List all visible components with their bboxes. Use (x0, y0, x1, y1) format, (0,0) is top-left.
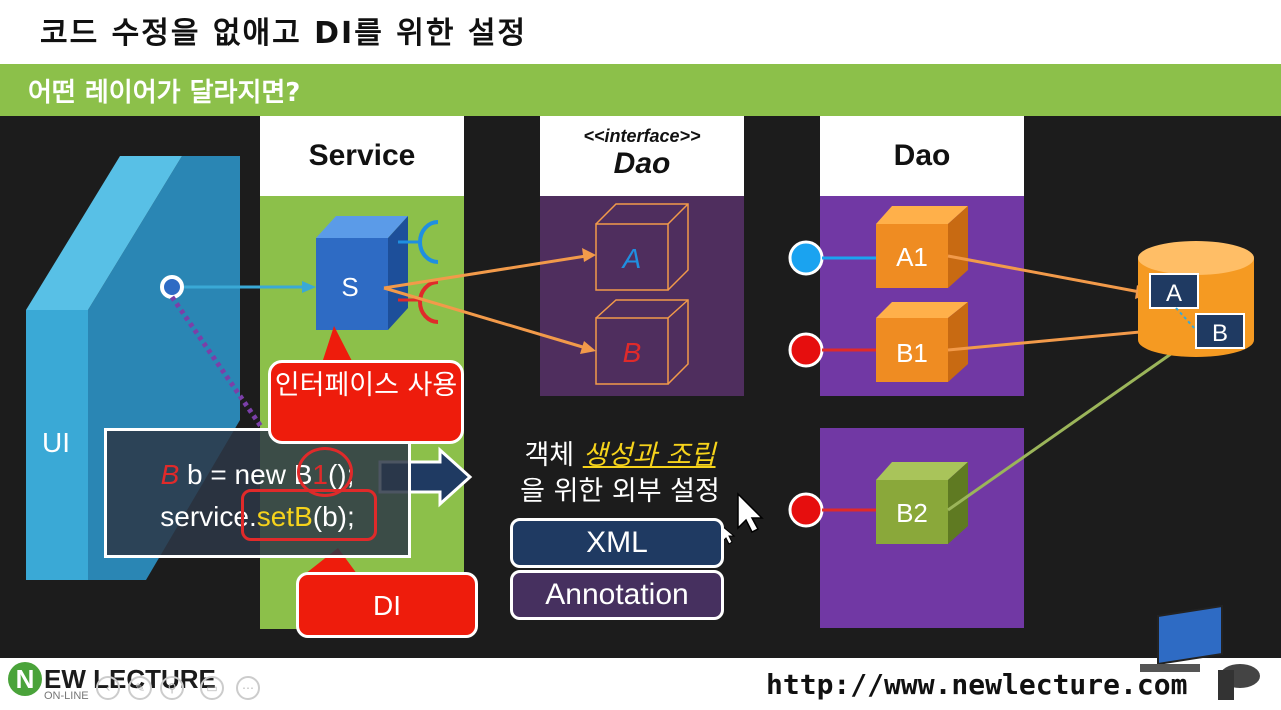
b2-to-db-arrow (947, 340, 1189, 512)
assembly-line-1: 객체 생성과 조립 (524, 440, 716, 471)
di-callout: DI (296, 572, 478, 638)
code-args: (b); (312, 501, 355, 532)
dao-b1-label: B1 (896, 338, 928, 368)
slide-title: 코드 수정을 없애고 DI를 위한 설정 (40, 16, 528, 51)
socket-a-icon (418, 220, 439, 264)
code-line1-mid: b = new (179, 459, 294, 490)
xml-option[interactable]: XML (510, 518, 724, 568)
dao-a1-cube-icon (876, 206, 968, 288)
code-line-1: B b = new B1(); (107, 459, 408, 491)
new-b1-highlight-ring (297, 447, 353, 497)
socket-b-icon (418, 280, 439, 324)
dao-b2-port-icon (788, 492, 824, 528)
dao-b2-label: B2 (896, 498, 928, 528)
service-to-a-arrow (383, 254, 587, 290)
slides-control-icon[interactable]: ▭ (200, 676, 224, 700)
interface-b-label: B (623, 337, 642, 368)
interface-a-cube-icon (595, 203, 689, 291)
db-table-b-label: B (1212, 320, 1228, 347)
dao-a1-port-icon (788, 240, 824, 276)
zoom-control-icon[interactable]: ⚲ (160, 676, 184, 700)
footer-url: http://www.newlecture.com (766, 668, 1188, 701)
slide-subtitle: 어떤 레이어가 달라지면? (28, 78, 301, 108)
pen-control-icon[interactable]: ✎ (128, 676, 152, 700)
service-to-a-arrowhead (582, 248, 596, 262)
interface-header: <<interface>> Dao (540, 116, 744, 196)
computer-clipart-icon (1140, 604, 1260, 700)
dao-header: Dao (820, 116, 1024, 196)
code-snippet: B b = new B1(); service.setB(b); (104, 428, 411, 558)
dao-b1-cube-icon (876, 302, 968, 382)
code-type-b: B (160, 459, 180, 490)
service-to-b-arrow (383, 286, 587, 350)
ui-dotted-link (169, 295, 265, 430)
service-to-b-arrowhead (580, 341, 596, 354)
assembly-line-2: 을 위한 외부 설정 (520, 476, 720, 507)
interface-b-cube-icon (595, 299, 689, 385)
newlecture-logo-icon: N (8, 662, 42, 696)
database-icon (1138, 241, 1254, 357)
code-line-2: service.setB(b); (107, 501, 408, 533)
cursor-arrow-icon (737, 492, 764, 534)
service-cube-label: S (341, 272, 358, 302)
prev-slide-control-icon[interactable]: ‹ (96, 676, 120, 700)
assembly-highlight: 생성과 조립 (582, 440, 716, 471)
a1-to-db-arrow (947, 254, 1141, 294)
interface-dao-label: Dao (613, 147, 671, 180)
code-service-obj: service. (160, 501, 257, 532)
newlecture-logo-sub: ON-LINE (44, 690, 89, 702)
db-table-a-label: A (1166, 280, 1182, 307)
di-callout-pointer (300, 548, 360, 578)
ui-label: UI (42, 427, 70, 458)
interface-stereotype: <<interface>> (583, 126, 701, 146)
ui-service-arrowhead (302, 281, 316, 293)
setb-highlight-box (241, 489, 377, 541)
subtitle-band (0, 64, 1281, 116)
more-control-icon[interactable]: ⋯ (236, 676, 260, 700)
ui-port-icon (160, 275, 184, 299)
dao-a1-label: A1 (896, 242, 928, 272)
code-setb-method: setB (256, 501, 313, 532)
service-cube-icon (316, 216, 408, 330)
external-config-text: 객체 생성과 조립 을 위한 외부 설정 (480, 438, 760, 510)
annotation-option[interactable]: Annotation (510, 570, 724, 620)
interface-use-callout: 인터페이스 사용 (268, 360, 464, 444)
interface-layer (540, 196, 744, 396)
interface-a-label: A (621, 243, 642, 274)
service-header: Service (260, 116, 464, 196)
dao-b1-port-icon (788, 332, 824, 368)
